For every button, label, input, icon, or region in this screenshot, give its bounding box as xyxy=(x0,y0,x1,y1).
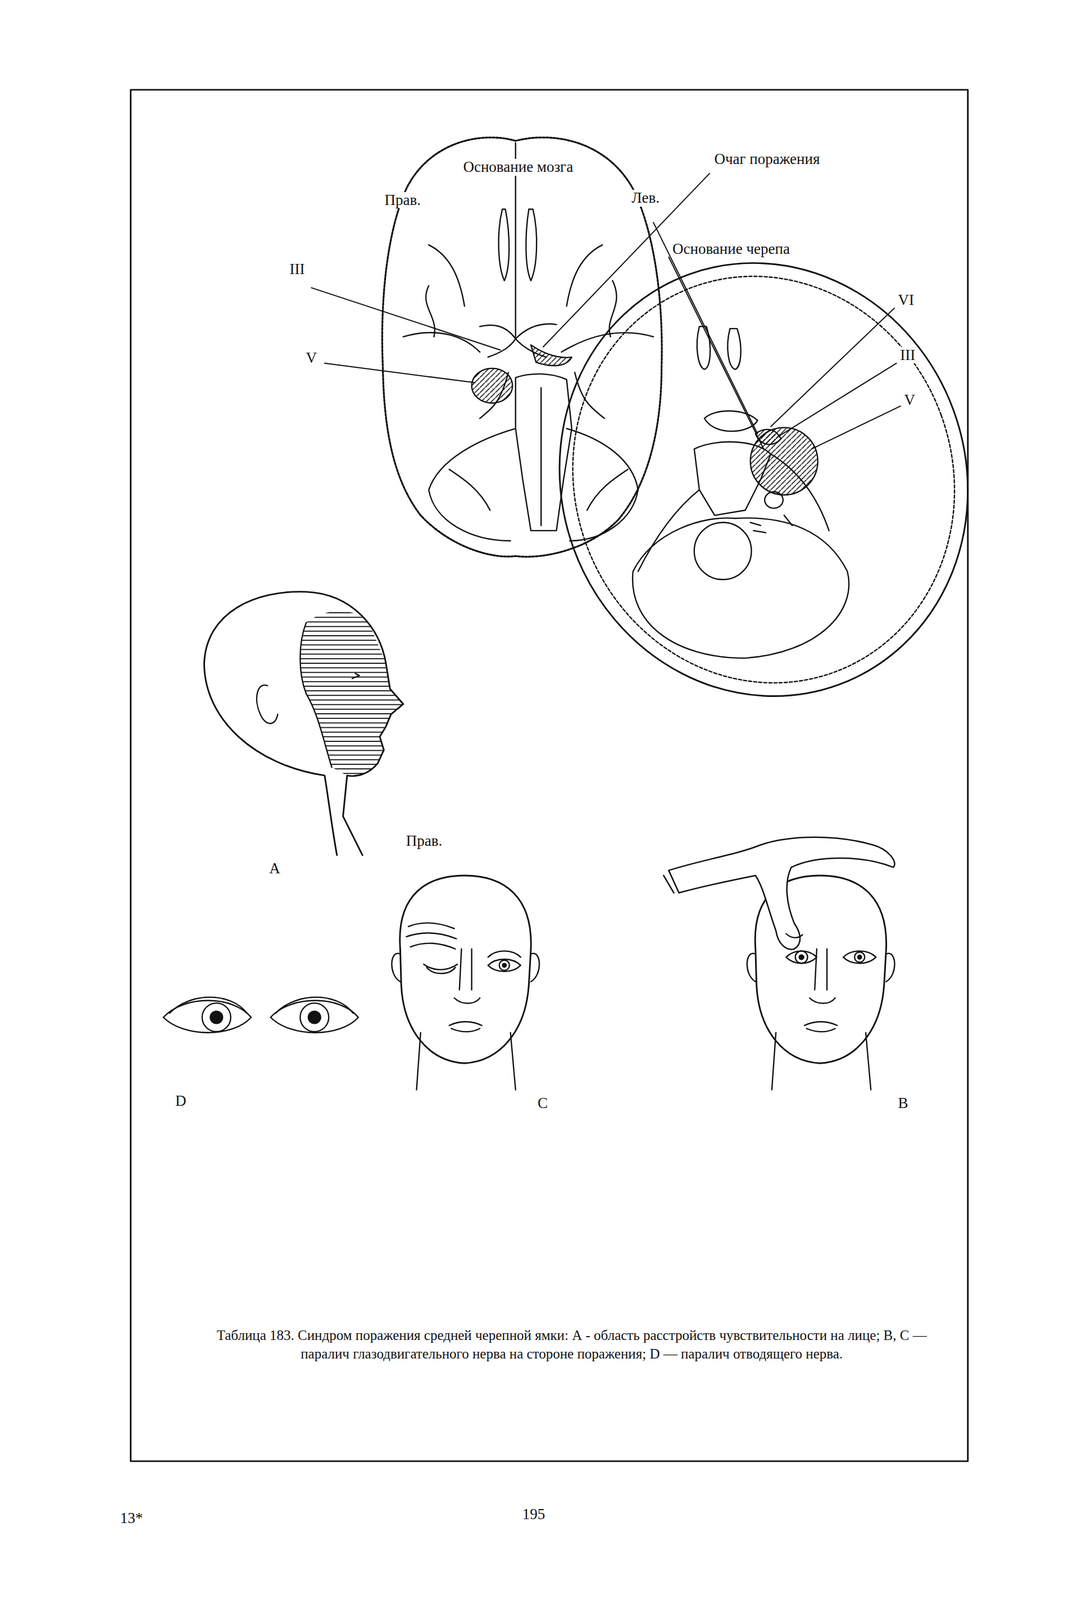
leader-line xyxy=(311,173,901,450)
page-frame xyxy=(130,89,968,1462)
face-front xyxy=(391,875,540,1091)
figure-title: Основание мозга xyxy=(461,158,575,176)
skull-base xyxy=(498,205,1029,755)
signature-mark: 13* xyxy=(118,1510,145,1528)
panel-letter: A xyxy=(267,860,283,878)
panel-letter: B xyxy=(896,1095,911,1113)
figure-title: Основание черепа xyxy=(670,241,792,258)
brain-base xyxy=(382,137,662,558)
face-front xyxy=(663,837,895,1091)
side-label: Прав. xyxy=(404,833,444,850)
nerve-number: III xyxy=(898,347,917,365)
nerve-number: VI xyxy=(896,292,917,309)
panel-letter: D xyxy=(173,1093,189,1111)
nerve-number: V xyxy=(902,392,918,409)
nerve-number: III xyxy=(287,261,307,279)
lesion-label: Очаг поражения xyxy=(712,151,822,168)
page-number: 195 xyxy=(520,1506,548,1524)
head-profile xyxy=(203,592,403,856)
figure-caption: Таблица 183. Синдром поражения средней ч… xyxy=(214,1326,930,1364)
side-label: Лев. xyxy=(629,189,662,207)
nerve-number: V xyxy=(304,349,320,367)
panel-letter: C xyxy=(535,1095,550,1113)
side-label: Прав. xyxy=(382,192,422,209)
eyes-pair xyxy=(163,997,359,1034)
